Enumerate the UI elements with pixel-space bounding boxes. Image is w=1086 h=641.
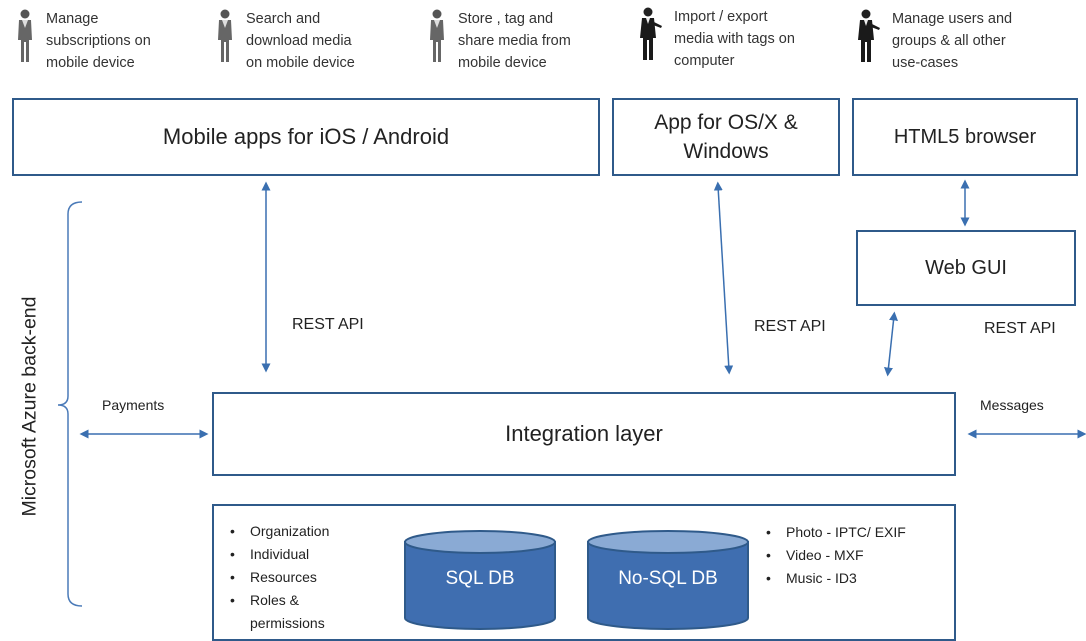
rest-api-label-web: REST API xyxy=(984,320,1056,337)
desktop-app-box: App for OS/X & Windows xyxy=(612,98,840,176)
list-item: Organization xyxy=(228,520,329,543)
sql-db-cylinder: SQL DB xyxy=(403,530,557,630)
mobile-apps-label: Mobile apps for iOS / Android xyxy=(162,124,450,149)
list-item: Video - MXF xyxy=(764,544,906,567)
rest-api-label-desktop: REST API xyxy=(754,318,826,335)
html5-browser-box: HTML5 browser xyxy=(852,98,1078,176)
persona-manage-subscriptions: Manage subscriptions on mobile device xyxy=(12,8,151,74)
persona-description: Manage users and groups & all other use-… xyxy=(892,11,1013,71)
desktop-app-label: App for OS/X & Windows xyxy=(654,111,798,163)
backend-bracket xyxy=(57,201,83,607)
businessman-icon xyxy=(858,9,880,62)
payments-label: Payments xyxy=(102,397,165,413)
web-gui-box: Web GUI xyxy=(856,230,1076,306)
sql-db-label: SQL DB xyxy=(445,568,515,589)
businesswoman-icon xyxy=(218,9,232,62)
metadata-list: Photo - IPTC/ EXIF Video - MXF Music - I… xyxy=(764,521,906,590)
integration-layer-label: Integration layer xyxy=(505,421,663,446)
persona-description: Store , tag and share media from mobile … xyxy=(458,11,571,71)
html5-browser-label: HTML5 browser xyxy=(893,125,1037,148)
arrow-desktop-rest xyxy=(713,181,734,375)
persona-description: Search and download media on mobile devi… xyxy=(246,11,355,71)
list-item: Individual xyxy=(228,543,329,566)
persona-import-export: Import / export media with tags on compu… xyxy=(632,6,795,72)
arrow-webgui-integration xyxy=(884,311,898,377)
businessman-icon xyxy=(640,7,662,60)
persona-description: Manage subscriptions on mobile device xyxy=(46,11,151,71)
list-item: Resources xyxy=(228,566,329,589)
list-item: Photo - IPTC/ EXIF xyxy=(764,521,906,544)
messages-label: Messages xyxy=(980,397,1044,413)
azure-backend-label: Microsoft Azure back-end xyxy=(18,296,41,517)
list-item: Music - ID3 xyxy=(764,567,906,590)
persona-search-download: Search and download media on mobile devi… xyxy=(212,8,355,74)
nosql-db-cylinder: No-SQL DB xyxy=(586,530,750,630)
web-gui-label: Web GUI xyxy=(925,256,1007,279)
persona-store-tag-share: Store , tag and share media from mobile … xyxy=(424,8,571,74)
entity-list: Organization Individual Resources Roles … xyxy=(228,520,329,635)
list-item: Roles & permissions xyxy=(228,589,329,635)
businesswoman-icon xyxy=(430,9,444,62)
persona-manage-users: Manage users and groups & all other use-… xyxy=(850,8,1012,74)
persona-description: Import / export media with tags on compu… xyxy=(674,9,795,69)
mobile-apps-box: Mobile apps for iOS / Android xyxy=(12,98,600,176)
rest-api-label-mobile: REST API xyxy=(292,316,364,333)
businesswoman-icon xyxy=(18,9,32,62)
nosql-db-label: No-SQL DB xyxy=(618,568,718,589)
database-icon xyxy=(404,530,556,630)
database-icon xyxy=(587,530,749,630)
integration-layer-box: Integration layer xyxy=(212,392,956,476)
